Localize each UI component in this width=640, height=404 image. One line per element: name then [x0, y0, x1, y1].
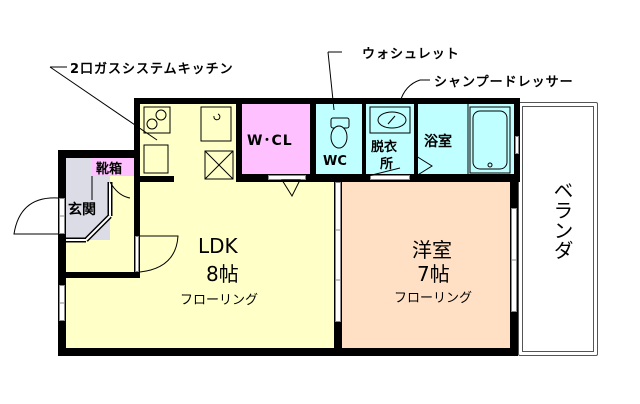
wcl-room	[240, 104, 310, 174]
vanity-icon	[369, 106, 411, 134]
bathtub-icon	[469, 106, 511, 174]
dressing-label-2: 所	[380, 157, 394, 172]
shoebox-label: 靴箱	[96, 162, 123, 177]
wall-entrance-top	[58, 150, 140, 158]
entrance-label: 玄関	[68, 202, 96, 218]
toilet-callout: ウォシュレット	[362, 47, 460, 62]
window-bath-right	[515, 136, 519, 154]
bath-label: 浴室	[424, 134, 452, 150]
bath-door-swing	[415, 155, 433, 177]
refrigerator-icon	[200, 106, 232, 142]
ldk-size: 8帖	[206, 262, 239, 286]
wc-label: WC	[323, 154, 347, 169]
dressing-label-1: 脱衣	[371, 140, 398, 155]
ldk-floor: フローリング	[180, 293, 259, 308]
ldk-name: LDK	[198, 234, 238, 258]
western-name: 洋室	[412, 238, 452, 262]
wall-wc-right	[362, 98, 366, 182]
balcony-label: ベランダ	[550, 180, 574, 260]
western-room	[342, 182, 510, 348]
wall-bottom	[58, 348, 518, 356]
wall-wcl-right	[310, 98, 316, 178]
dresser-callout: シャンプードレッサー	[434, 75, 574, 90]
wcl-door-swing	[281, 179, 301, 198]
sink-icon	[143, 144, 169, 174]
ldk-door-swing	[139, 235, 179, 273]
western-size: 7帖	[417, 262, 450, 286]
wall-kitchen-left	[134, 98, 140, 184]
wall-kitchen-bottom	[134, 176, 174, 182]
balcony	[518, 102, 598, 356]
wall-top	[134, 98, 520, 104]
entrance-door-swing	[13, 197, 59, 235]
western-floor: フローリング	[394, 291, 473, 306]
wall-left	[58, 150, 66, 356]
door-dressing-opening	[370, 175, 410, 180]
wall-entrance-ldk	[134, 176, 140, 278]
kitchen-callout: 2口ガスシステムキッチン	[70, 62, 234, 77]
door-ldk-opening	[135, 236, 139, 272]
wall-wcl-left	[236, 98, 242, 178]
wall-dressing-right	[414, 98, 418, 182]
stove-icon	[143, 106, 171, 134]
balcony-inner-rail	[522, 106, 594, 352]
shoebox	[92, 158, 134, 176]
window-ldk-right	[335, 182, 341, 322]
wall-entrance-bottom	[66, 272, 140, 278]
wcl-label: W･CL	[247, 133, 293, 149]
